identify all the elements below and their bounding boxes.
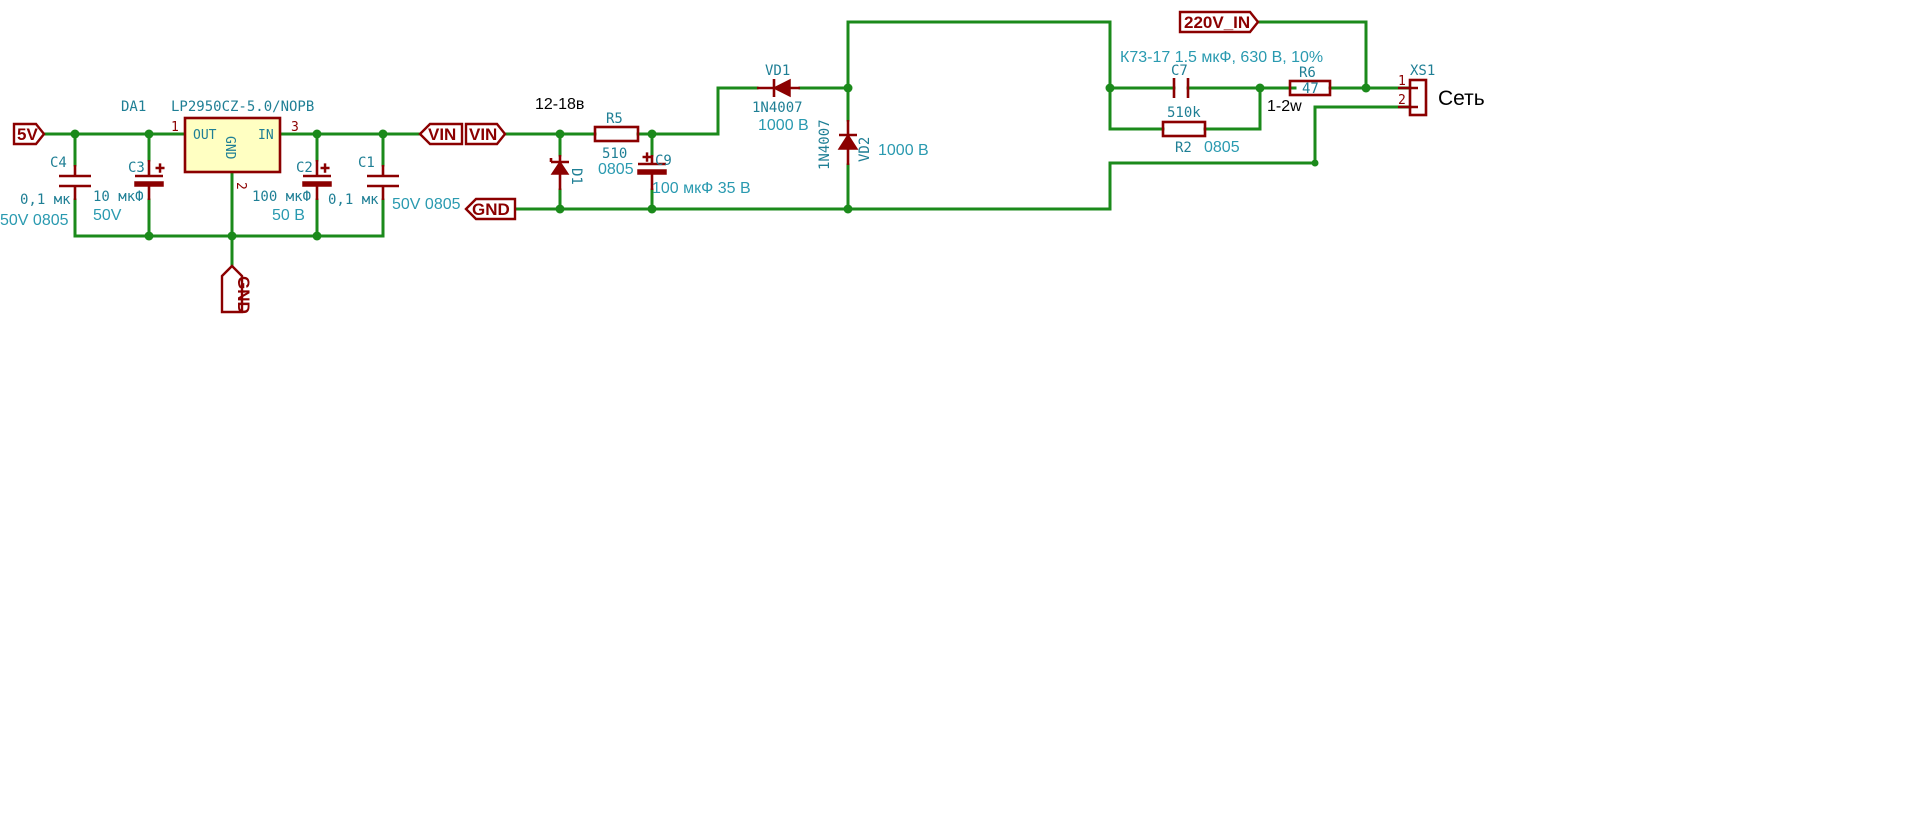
regulator-pin2-number: 2	[233, 182, 248, 190]
xs1-note: Сеть	[1438, 87, 1485, 110]
capacitor-c9: + C9 100 мкФ 35 В	[637, 149, 751, 197]
c2-ref: C2	[296, 160, 313, 176]
wires	[42, 20, 1412, 268]
net-label-220v: 220V_IN	[1178, 10, 1260, 34]
vd1-ref: VD1	[765, 63, 790, 79]
svg-text:+: +	[155, 161, 165, 175]
r5-value: 510	[602, 146, 627, 162]
vd2-ref: VD2	[857, 137, 873, 162]
net-label-5v: 5V	[12, 122, 46, 146]
vd2-value2: 1000 В	[878, 142, 929, 159]
r6-ref: R6	[1299, 65, 1316, 81]
c4-ref: C4	[50, 155, 67, 171]
c3-value2: 50V	[93, 207, 122, 224]
capacitor-c4: C4 0,1 мк 50V 0805	[0, 155, 91, 229]
vd1-value2: 1000 В	[758, 117, 809, 134]
regulator-da1: DA1 LP2950CZ-5.0/NOPB OUT IN GND 1 3 2	[121, 99, 314, 190]
net-label-vin-in: VIN	[464, 122, 507, 146]
regulator-pin-gnd-name: GND	[222, 136, 237, 160]
net-label-vin-out: VIN	[418, 122, 464, 146]
net-label-vin-out-text: VIN	[428, 125, 456, 144]
vd2-value: 1N4007	[817, 119, 833, 170]
capacitor-c7: C7 К73-17 1.5 мкФ, 630 В, 10%	[1120, 49, 1323, 98]
c7-ref: C7	[1171, 63, 1188, 79]
diode-vd1: VD1 1N4007 1000 В	[752, 63, 809, 134]
capacitor-c1: C1 0,1 мк 50V 0805	[328, 155, 461, 213]
regulator-pin1-number: 1	[171, 120, 179, 135]
c3-ref: C3	[128, 160, 145, 176]
r2-value: 510k	[1167, 105, 1201, 121]
c9-value: 100 мкФ 35 В	[652, 180, 751, 197]
xs1-ref: XS1	[1410, 63, 1435, 79]
connector-xs1: XS1 1 2 Сеть	[1398, 63, 1485, 117]
c1-ref: C1	[358, 155, 375, 171]
r2-value2: 0805	[1204, 139, 1240, 156]
net-label-gnd-mid: GND	[464, 197, 517, 221]
diode-vd2: 1N4007 VD2 1000 В	[817, 119, 929, 170]
svg-text:+: +	[642, 150, 652, 164]
diode-d1: 12-18в D1	[535, 96, 584, 190]
vd1-value: 1N4007	[752, 100, 803, 116]
regulator-pin3-number: 3	[291, 120, 299, 135]
d1-note: 12-18в	[535, 96, 584, 113]
regulator-value: LP2950CZ-5.0/NOPB	[171, 99, 314, 115]
xs1-pin1: 1	[1398, 74, 1406, 89]
c4-value: 0,1 мк	[20, 192, 71, 208]
c1-value: 0,1 мк	[328, 192, 379, 208]
resistor-r6: R6 47 1-2w	[1267, 65, 1332, 115]
r2-ref: R2	[1175, 140, 1192, 156]
net-label-vin-in-text: VIN	[469, 125, 497, 144]
d1-ref: D1	[568, 168, 584, 185]
svg-text:+: +	[320, 161, 330, 175]
c3-value: 10 мкФ	[93, 189, 144, 205]
regulator-ref: DA1	[121, 99, 146, 115]
c4-value2: 50V 0805	[0, 212, 69, 229]
junctions	[70, 83, 1371, 241]
resistor-r5: R5 510 0805	[593, 111, 640, 178]
net-label-gnd-mid-text: GND	[472, 200, 510, 219]
r5-ref: R5	[606, 111, 623, 127]
c2-value: 100 мкФ	[252, 189, 311, 205]
c2-value2: 50 В	[272, 207, 305, 224]
net-label-220v-text: 220V_IN	[1184, 13, 1250, 32]
resistor-r2: 510k R2 0805	[1161, 105, 1240, 156]
regulator-pin-out-name: OUT	[193, 128, 217, 143]
net-label-gnd-left: GND	[220, 264, 253, 314]
xs1-pin2: 2	[1398, 93, 1406, 108]
net-label-gnd-left-text: GND	[234, 276, 253, 314]
net-label-5v-text: 5V	[17, 125, 38, 144]
r5-value2: 0805	[598, 161, 634, 178]
r6-note: 1-2w	[1267, 98, 1302, 115]
capacitor-c2: + C2 100 мкФ 50 В	[252, 160, 332, 224]
c7-value: К73-17 1.5 мкФ, 630 В, 10%	[1120, 49, 1323, 66]
capacitor-c3: + C3 10 мкФ 50V	[93, 160, 166, 224]
r6-value: 47	[1302, 81, 1319, 97]
regulator-pin-in-name: IN	[258, 128, 274, 143]
c1-value2: 50V 0805	[392, 196, 461, 213]
c9-ref: C9	[655, 153, 672, 169]
